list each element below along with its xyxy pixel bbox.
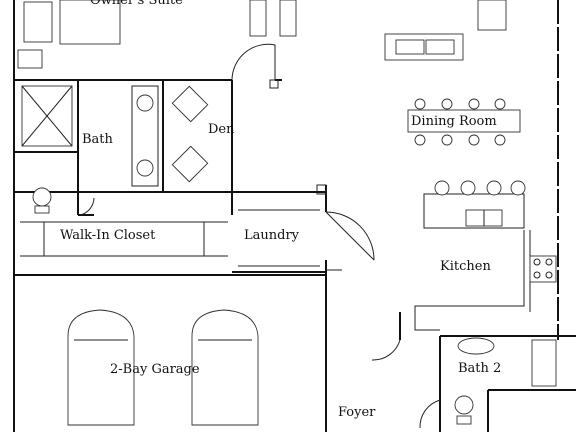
- toilet: [454, 395, 474, 415]
- label-foyer: Foyer: [338, 405, 376, 420]
- room-labels: Owner's Suite Bath Den Dining Room Walk-…: [60, 0, 501, 420]
- label-kitchen: Kitchen: [440, 259, 491, 274]
- label-owners-suite: Owner's Suite: [90, 0, 183, 8]
- label-bath-2: Bath 2: [458, 361, 501, 376]
- sink: [457, 337, 495, 355]
- furniture: [17, 0, 557, 426]
- chair: [171, 145, 209, 183]
- label-walk-in-closet: Walk-In Closet: [60, 228, 156, 243]
- doors: [79, 43, 441, 429]
- label-bath: Bath: [82, 132, 114, 147]
- dining-table: [407, 109, 521, 133]
- chair: [171, 85, 209, 123]
- label-den: Den: [208, 122, 235, 137]
- car: [67, 309, 135, 426]
- tub: [531, 339, 557, 387]
- bed: [59, 0, 121, 45]
- toilet: [32, 187, 52, 207]
- range: [529, 255, 557, 283]
- label-laundry: Laundry: [244, 228, 300, 243]
- car: [191, 309, 259, 426]
- label-garage: 2-Bay Garage: [110, 362, 200, 377]
- label-dining-room: Dining Room: [411, 114, 497, 129]
